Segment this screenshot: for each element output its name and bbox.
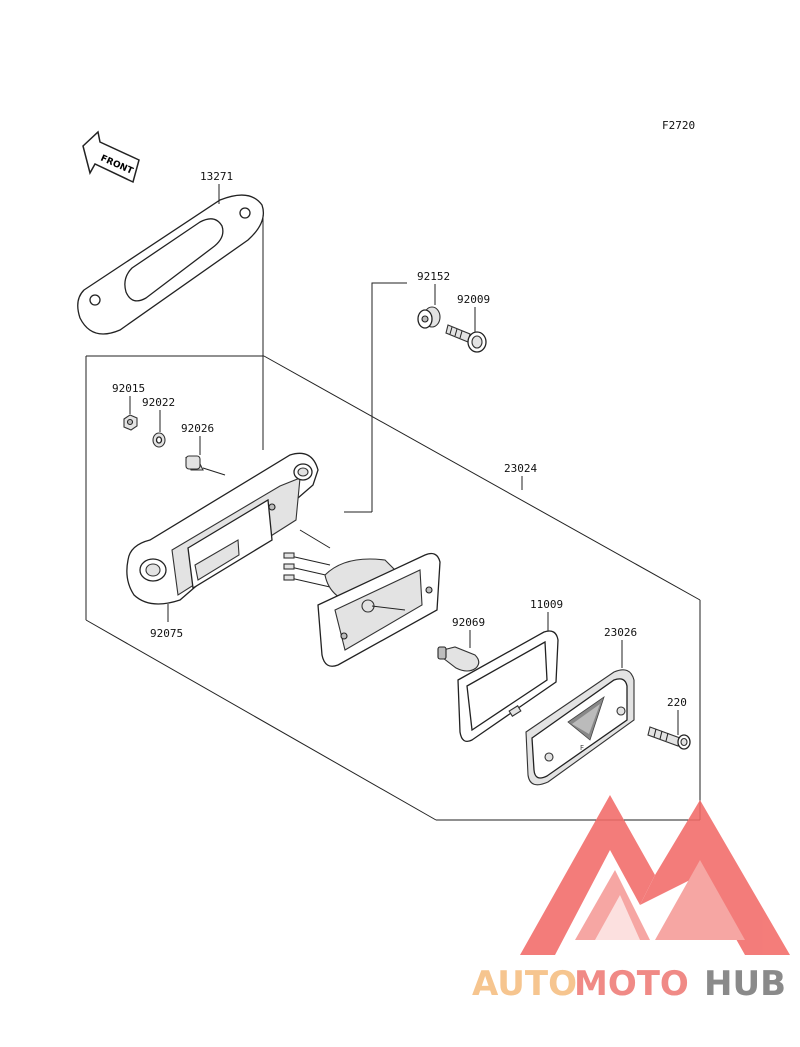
label-92152: 92152 (417, 270, 450, 283)
figure-code: F2720 (662, 119, 695, 132)
collar-92026-part (185, 455, 226, 476)
bulb-92069-part (437, 646, 480, 672)
label-92009: 92009 (457, 293, 490, 306)
label-23024: 23024 (504, 462, 537, 475)
automotohub-logo (520, 795, 790, 955)
lens-gasket-11009-part (457, 630, 559, 743)
label-220: 220 (667, 696, 687, 709)
screw-92009-part (445, 324, 487, 353)
screw-220-part (647, 726, 691, 750)
label-13271: 13271 (200, 170, 233, 183)
label-92026: 92026 (181, 422, 214, 435)
label-92022: 92022 (142, 396, 175, 409)
label-92015: 92015 (112, 382, 145, 395)
watermark-moto: MOTO (574, 964, 689, 1004)
lens-23026-part: F (525, 669, 635, 786)
watermark-hub: HUB (704, 964, 786, 1004)
lamp-socket-part (283, 552, 441, 667)
nut-92015-part (123, 414, 138, 431)
grommet-92152-part (417, 306, 441, 329)
label-23026: 23026 (604, 626, 637, 639)
svg-text:F: F (580, 744, 584, 752)
assembly-bracket-23024 (85, 355, 701, 821)
label-92069: 92069 (452, 616, 485, 629)
washer-92022-part (152, 432, 166, 448)
label-92075: 92075 (150, 627, 183, 640)
watermark-auto: AUTO (472, 964, 577, 1004)
housing-92075-part (126, 452, 319, 605)
front-arrow-icon: FRONT (82, 130, 140, 184)
label-11009: 11009 (530, 598, 563, 611)
gasket-13271-part (77, 194, 265, 335)
